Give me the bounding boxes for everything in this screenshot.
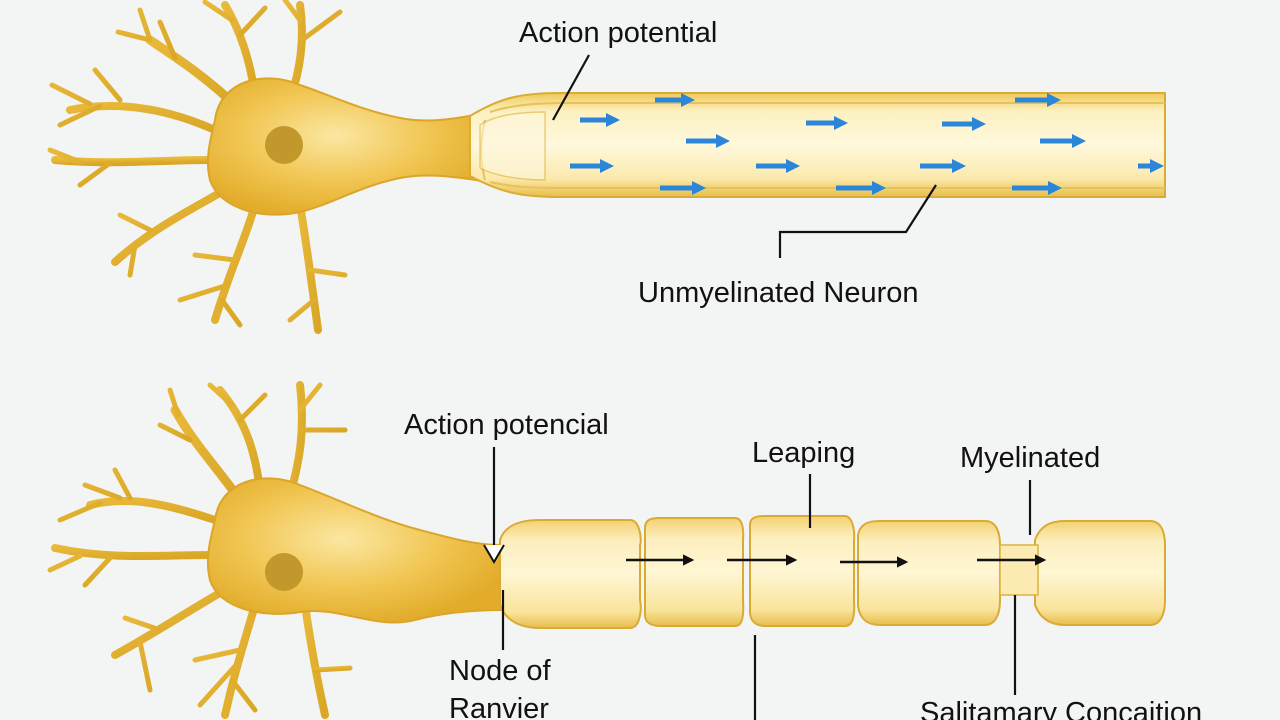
blue-flow-arrow-icon — [806, 116, 848, 130]
saltatory-conduction-label: Salitamary Concaition — [920, 697, 1202, 720]
blue-flow-arrow-icon — [660, 181, 706, 195]
unmyelinated-neuron-leader — [778, 184, 937, 258]
blue-flow-arrow-icon — [1012, 181, 1062, 195]
ion-flow-arrows — [570, 93, 1164, 195]
myelinated-callout: Myelinated — [960, 442, 1100, 535]
myelin-sheath — [499, 515, 1166, 629]
top-nucleus — [265, 126, 303, 164]
unmyelinated-neuron-callout: Unmyelinated Neuron — [638, 184, 937, 309]
unmyelinated-neuron-label: Unmyelinated Neuron — [638, 277, 918, 309]
axon-gap-node-5 — [999, 544, 1039, 596]
saltatory-jump-arrows — [626, 554, 1047, 568]
blue-flow-arrow-icon — [570, 159, 614, 173]
blue-flow-arrow-icon — [580, 113, 620, 127]
top-dendrites — [47, 0, 348, 334]
node-of-ranvier-callout: Node of Ranvier — [449, 590, 552, 720]
myelinated-neuron — [47, 381, 1166, 719]
blue-flow-arrow-icon — [756, 159, 800, 173]
leaping-label: Leaping — [752, 437, 855, 469]
myelin-segment-5 — [1034, 520, 1166, 626]
myelin-segment-2 — [644, 517, 745, 627]
blue-flow-arrow-icon — [686, 134, 730, 148]
node-of-ranvier-label-line1: Node of — [449, 655, 552, 687]
blue-flow-arrow-icon — [836, 181, 886, 195]
node-of-ranvier-label-line2: Ranvier — [449, 693, 549, 720]
blue-flow-arrow-icon — [1138, 159, 1164, 173]
unmyelinated-neuron — [47, 0, 1166, 334]
bottom-cell-body — [206, 477, 507, 624]
action-potential-pointer-icon — [483, 544, 505, 564]
blue-flow-arrow-icon — [1015, 93, 1061, 107]
leaping-callout: Leaping — [752, 437, 855, 528]
saltatory-conduction-callout: Salitamary Concaition — [753, 595, 1202, 720]
blue-flow-arrow-icon — [920, 159, 966, 173]
blue-flow-arrow-icon — [1040, 134, 1086, 148]
myelin-segment-1 — [499, 519, 642, 629]
top-axon-hollow-end — [479, 111, 546, 181]
bottom-action-potential-label: Action potencial — [404, 409, 609, 441]
top-action-potential-callout: Action potential — [519, 17, 717, 121]
myelin-segment-3 — [749, 515, 856, 627]
myelin-segment-4 — [857, 520, 1001, 626]
bottom-nucleus — [265, 553, 303, 591]
myelinated-label: Myelinated — [960, 442, 1100, 474]
top-action-potential-leader — [552, 54, 590, 121]
top-axon — [469, 92, 1166, 198]
blue-flow-arrow-icon — [655, 93, 695, 107]
top-action-potential-label: Action potential — [519, 17, 717, 49]
bottom-action-potential-callout: Action potencial — [404, 409, 609, 564]
blue-flow-arrow-icon — [942, 117, 986, 131]
top-cell-body — [206, 77, 491, 216]
